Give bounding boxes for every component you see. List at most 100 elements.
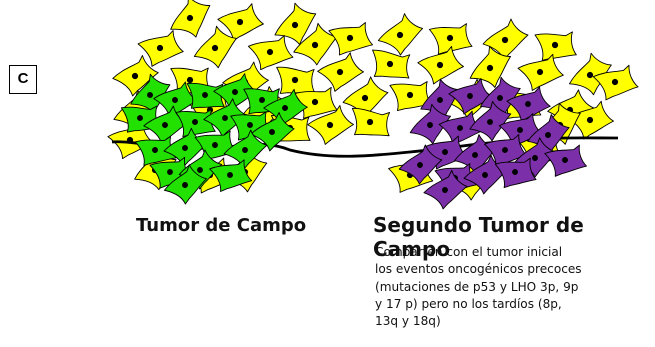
nucleus	[236, 18, 244, 26]
nucleus	[152, 147, 158, 153]
normal-cell	[193, 25, 237, 69]
epithelium-diagram	[107, 0, 639, 210]
nucleus	[436, 61, 444, 69]
nucleus	[361, 94, 369, 102]
nucleus	[192, 119, 198, 125]
normal-cell	[567, 100, 614, 140]
second-tumor-cell	[544, 144, 587, 177]
nucleus	[269, 129, 275, 135]
field-tumor-cell	[209, 159, 253, 192]
nucleus	[532, 155, 538, 161]
normal-cell	[274, 2, 317, 45]
nucleus	[512, 169, 518, 175]
normal-cell	[137, 30, 184, 67]
description-line: los eventos oncogénicos precoces	[375, 262, 582, 277]
field-tumor-cell	[163, 164, 207, 205]
field-tumor-cell	[134, 135, 177, 166]
nucleus	[291, 21, 299, 29]
nucleus	[446, 34, 454, 42]
nucleus	[212, 142, 218, 148]
second-tumor-cell	[469, 100, 512, 142]
second-tumor-cell	[494, 157, 537, 189]
nucleus	[482, 172, 488, 178]
normal-cell	[328, 22, 373, 56]
description-line: y 17 p) pero no los tardíos (8p,	[375, 296, 562, 311]
field-tumor-caption: Tumor de Campo	[136, 215, 307, 236]
nucleus	[486, 64, 494, 72]
nucleus	[186, 76, 194, 84]
second-tumor-cell	[506, 86, 551, 123]
nucleus	[197, 167, 203, 173]
nucleus	[247, 122, 253, 128]
nucleus	[366, 118, 374, 126]
normal-cell	[372, 49, 411, 79]
nucleus	[525, 101, 531, 107]
normal-cell	[469, 45, 511, 88]
nucleus	[202, 92, 208, 98]
nucleus	[162, 122, 168, 128]
normal-cell	[307, 105, 354, 145]
nucleus	[442, 187, 448, 193]
nucleus	[311, 98, 319, 106]
normal-cell	[170, 0, 211, 38]
nucleus	[586, 116, 594, 124]
nucleus	[472, 152, 478, 158]
nucleus	[487, 119, 493, 125]
second-tumor-cell	[423, 169, 468, 210]
normal-cell	[377, 13, 424, 56]
nucleus	[536, 68, 544, 76]
normal-cell	[569, 52, 612, 96]
second-tumor-cell	[398, 144, 443, 185]
second-field-tumor-caption: Segundo Tumor de Campo	[373, 213, 584, 261]
nucleus	[266, 48, 274, 56]
nucleus	[227, 172, 233, 178]
nucleus	[406, 91, 414, 99]
nucleus	[497, 95, 503, 101]
nucleus	[326, 121, 334, 129]
normal-cell	[112, 55, 159, 97]
nucleus	[282, 105, 288, 111]
nucleus	[147, 92, 153, 98]
nucleus	[457, 125, 463, 131]
nucleus	[211, 44, 219, 52]
second-tumor-description: Comparten con el tumor inicial los evento…	[375, 244, 655, 330]
nucleus	[417, 162, 423, 168]
description-line: 13q y 18q)	[375, 314, 441, 329]
nucleus	[502, 147, 508, 153]
panel-label: C	[9, 65, 37, 94]
nucleus	[232, 89, 238, 95]
field-tumor-cell	[175, 109, 216, 138]
nucleus	[611, 78, 619, 86]
nucleus	[222, 115, 228, 121]
second-tumor-cells-group	[398, 76, 587, 210]
nucleus	[137, 115, 143, 121]
nucleus	[545, 132, 551, 138]
second-tumor-cell	[409, 103, 451, 145]
nucleus	[259, 97, 265, 103]
normal-cell	[517, 53, 564, 91]
description-line: Comparten con el tumor inicial	[375, 245, 563, 259]
normal-cell	[351, 107, 391, 137]
field-tumor-cell	[186, 82, 225, 109]
nucleus	[156, 44, 164, 52]
nucleus	[346, 34, 354, 42]
normal-cell	[317, 52, 364, 92]
field-tumor-cells-group	[120, 73, 308, 205]
nucleus	[551, 41, 559, 49]
nucleus	[386, 60, 394, 68]
normal-cell	[534, 31, 577, 61]
nucleus	[467, 93, 473, 99]
nucleus	[186, 14, 194, 22]
nucleus	[501, 36, 509, 44]
nucleus	[562, 157, 568, 163]
nucleus	[586, 71, 594, 79]
normal-cell	[217, 3, 264, 42]
normal-cell	[247, 35, 294, 71]
nucleus	[396, 31, 404, 39]
nucleus	[427, 122, 433, 128]
nucleus	[172, 97, 178, 103]
description-line: (mutaciones de p53 y LHO 3p, 9p	[375, 279, 579, 294]
nucleus	[437, 97, 443, 103]
nucleus	[336, 68, 344, 76]
nucleus	[442, 149, 448, 155]
